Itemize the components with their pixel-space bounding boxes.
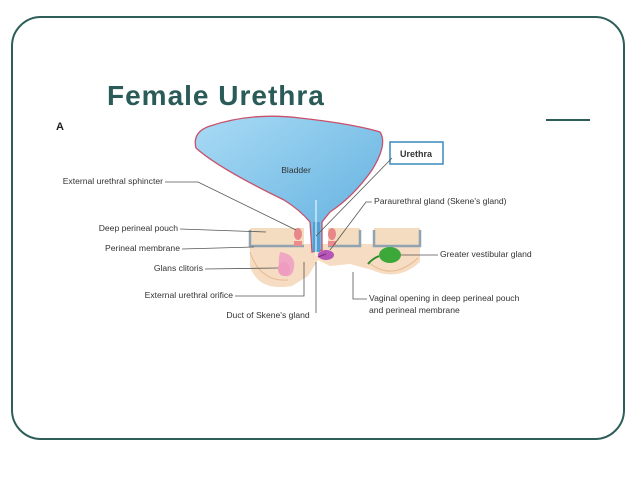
label-external-urethral-orifice: External urethral orifice bbox=[145, 290, 234, 300]
label-vaginal-opening-line1: Vaginal opening in deep perineal pouch bbox=[369, 293, 520, 303]
label-paraurethral-gland: Paraurethral gland (Skene's gland) bbox=[374, 196, 507, 206]
skenes-duct bbox=[317, 253, 327, 258]
perineal-tissue bbox=[249, 244, 420, 288]
label-external-urethral-sphincter: External urethral sphincter bbox=[63, 176, 163, 186]
figure-letter: A bbox=[56, 121, 64, 133]
glans-clitoris bbox=[278, 262, 290, 276]
slide-title: Female Urethra bbox=[107, 80, 325, 111]
label-greater-vestibular-gland: Greater vestibular gland bbox=[440, 249, 532, 259]
greater-vestibular-gland bbox=[367, 247, 401, 265]
clitoris-group bbox=[278, 252, 295, 277]
external-urethral-sphincter bbox=[294, 228, 336, 246]
title-rule bbox=[546, 119, 590, 121]
label-glans-clitoris: Glans clitoris bbox=[154, 263, 203, 273]
skenes-gland bbox=[318, 250, 334, 260]
label-perineal-membrane: Perineal membrane bbox=[105, 243, 180, 253]
bladder-label: Bladder bbox=[281, 165, 311, 175]
label-duct-of-skenes-gland: Duct of Skene's gland bbox=[226, 310, 310, 320]
urethra-label-box bbox=[389, 141, 444, 165]
deep-perineal-pouch bbox=[248, 228, 422, 248]
label-deep-perineal-pouch: Deep perineal pouch bbox=[99, 223, 179, 233]
label-vaginal-opening-line2: and perineal membrane bbox=[369, 305, 460, 315]
bladder bbox=[194, 115, 384, 253]
urethra-label: Urethra bbox=[400, 149, 433, 159]
